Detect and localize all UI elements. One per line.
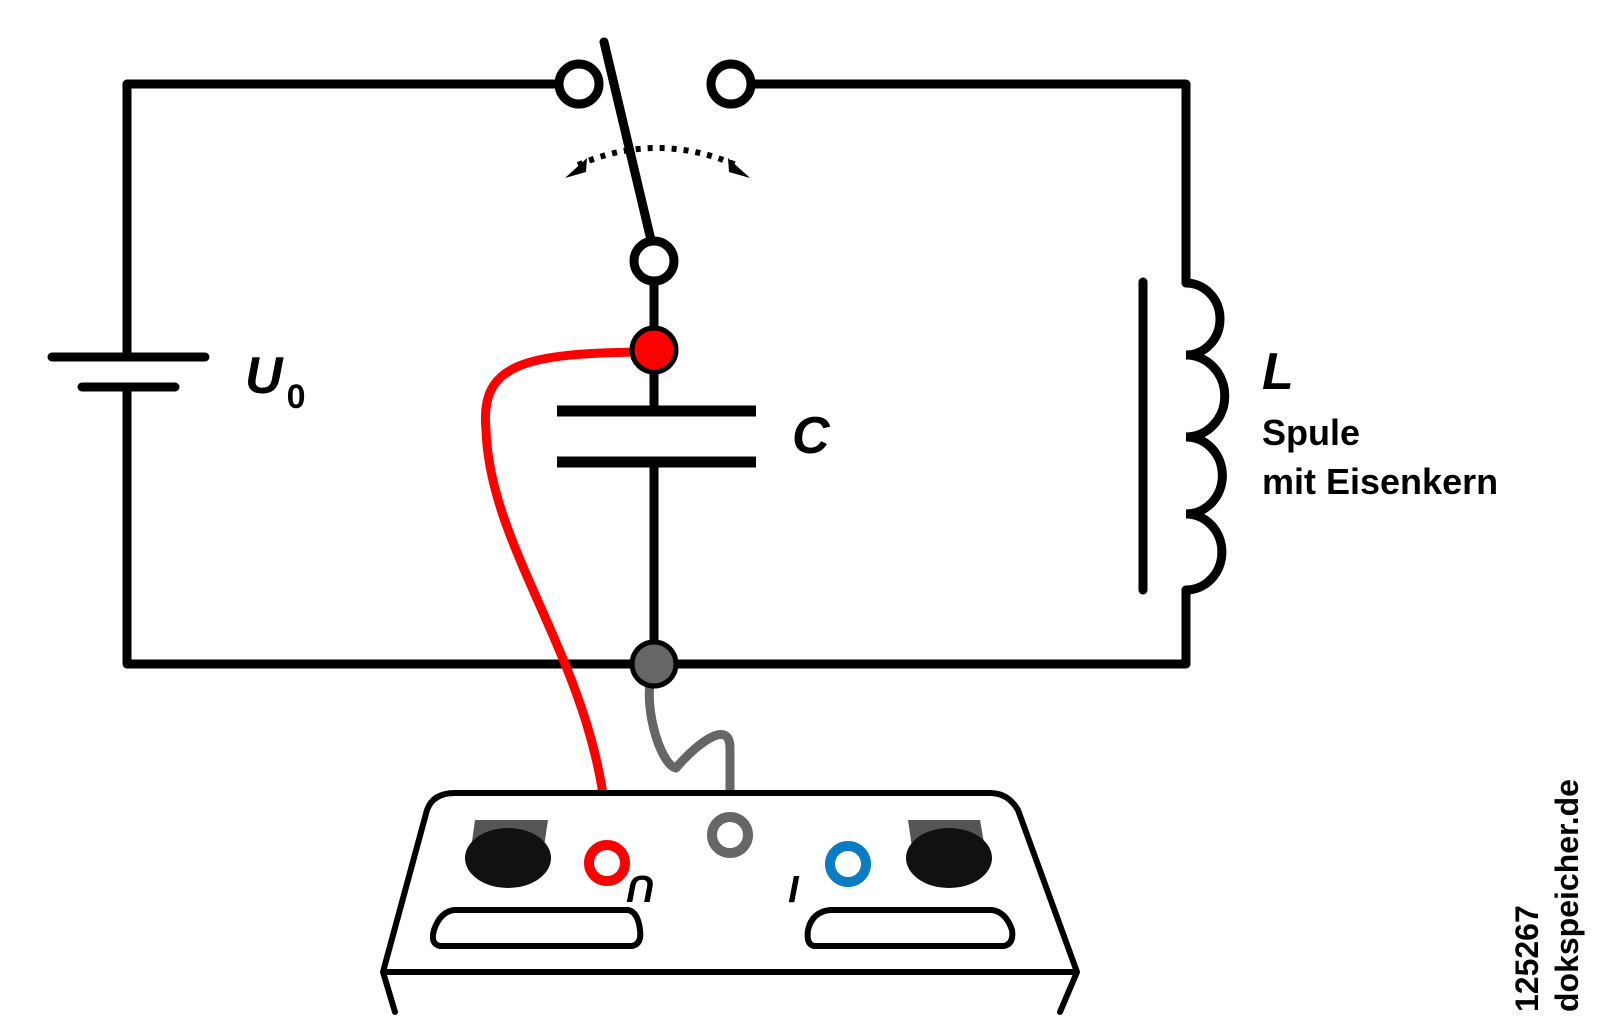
jack-blue bbox=[825, 841, 871, 887]
switch-swing-arc bbox=[576, 145, 738, 168]
switch-pivot bbox=[629, 236, 679, 286]
arc-arrow-right-icon bbox=[728, 158, 750, 178]
arc-arrow-left-icon bbox=[565, 158, 587, 178]
red-probe-node bbox=[629, 325, 679, 375]
measurement-interface: U I bbox=[380, 790, 1080, 1015]
switch-contact-right bbox=[706, 59, 756, 109]
coil-caption-line2: mit Eisenkern bbox=[1262, 461, 1498, 502]
switch-contact-left bbox=[554, 59, 604, 109]
socket-left bbox=[465, 828, 551, 888]
slot-right bbox=[804, 907, 1016, 949]
inductor bbox=[1138, 277, 1230, 595]
coil-windings bbox=[1181, 278, 1230, 595]
inductor-label: L bbox=[1262, 343, 1294, 401]
capacitor-label: C bbox=[792, 407, 831, 465]
socket-right bbox=[906, 828, 992, 888]
wire-top-left bbox=[122, 79, 559, 357]
capacitor bbox=[557, 405, 756, 468]
wire-top-right bbox=[739, 79, 1191, 288]
gray-probe-node bbox=[629, 639, 679, 689]
switch-lever bbox=[599, 37, 656, 245]
coil-caption-line1: Spule bbox=[1262, 412, 1360, 453]
jack-i-label: I bbox=[788, 867, 800, 909]
wire-bottom-right bbox=[649, 585, 1191, 669]
red-probe-wire bbox=[480, 347, 659, 868]
jack-red bbox=[584, 840, 630, 886]
gray-probe-wire bbox=[644, 661, 735, 840]
battery-u0 bbox=[47, 352, 210, 392]
watermark-site: dokspeicher.de bbox=[1549, 779, 1585, 1012]
interface-housing bbox=[380, 790, 1080, 1015]
switch bbox=[554, 37, 756, 286]
watermark-id: 125267 bbox=[1509, 905, 1545, 1012]
probe-wires bbox=[480, 347, 735, 868]
wire-bottom-left bbox=[122, 383, 659, 669]
jack-u-label: U bbox=[626, 867, 655, 909]
slot-left bbox=[429, 907, 644, 949]
jack-gray bbox=[707, 812, 753, 858]
